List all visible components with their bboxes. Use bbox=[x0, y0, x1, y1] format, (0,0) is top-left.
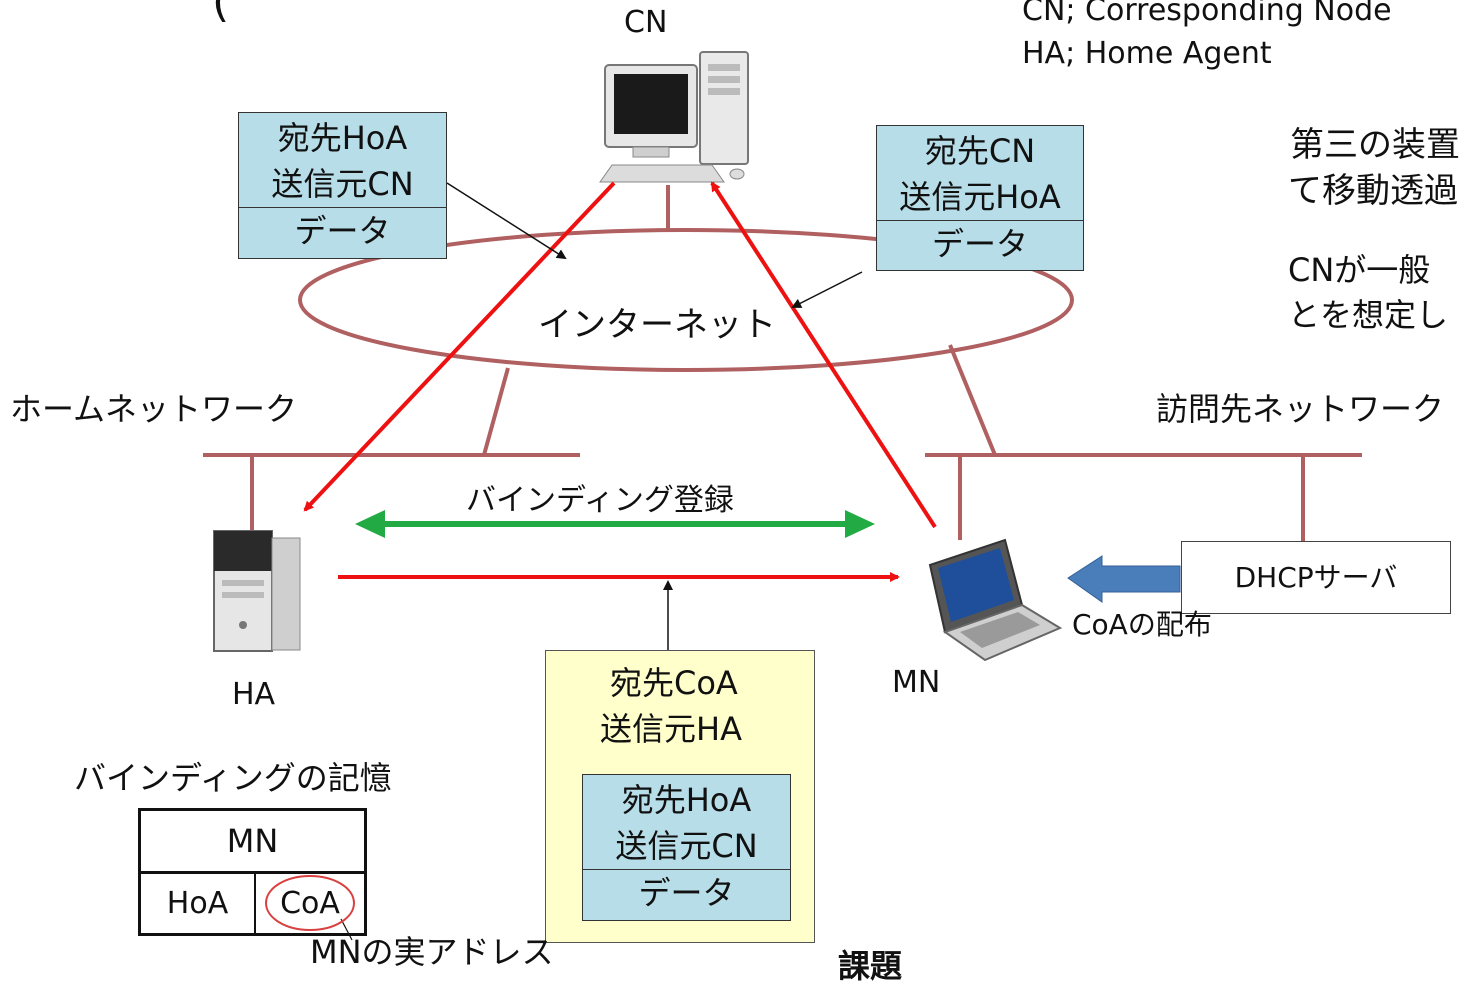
packet-destination: 宛先CN bbox=[924, 132, 1036, 170]
internet-label: インターネット bbox=[538, 305, 776, 345]
dhcp-server-label: DHCPサーバ bbox=[1234, 561, 1398, 594]
inner-packet: 宛先HoA 送信元CN データ bbox=[582, 774, 791, 921]
coa-highlight-circle bbox=[265, 875, 355, 931]
pointer-real-address bbox=[340, 918, 353, 941]
binding-registration-arrow bbox=[355, 510, 875, 538]
home-network-label: ホームネットワーク bbox=[10, 390, 298, 428]
laptop-icon bbox=[928, 538, 1063, 662]
packet-source: 送信元HoA bbox=[899, 178, 1061, 216]
binding-table-header: MN bbox=[141, 811, 364, 874]
inner-destination: 宛先HoA bbox=[621, 781, 752, 819]
bottom-fragment: 課題 bbox=[838, 947, 903, 985]
encapsulated-packet: 宛先CoA 送信元HA 宛先HoA 送信元CN データ bbox=[545, 650, 815, 943]
right-note-line3: CNが一般 bbox=[1288, 251, 1431, 289]
binding-registration-label: バインディング登録 bbox=[466, 483, 734, 518]
dhcp-server-box: DHCPサーバ bbox=[1181, 541, 1451, 614]
visited-uplink bbox=[948, 344, 997, 456]
packet-payload: データ bbox=[239, 207, 446, 254]
inner-payload: データ bbox=[583, 869, 790, 916]
packet-payload: データ bbox=[877, 220, 1083, 267]
mn-label: MN bbox=[892, 665, 941, 700]
server-icon bbox=[213, 530, 301, 652]
binding-hoa-cell: HoA bbox=[141, 874, 256, 933]
legend-ha: HA; Home Agent bbox=[1022, 36, 1272, 71]
binding-memory-title: バインディングの記憶 bbox=[74, 759, 392, 797]
internet-ellipse bbox=[298, 228, 1074, 372]
coa-distribution-label: CoAの配布 bbox=[1072, 608, 1212, 641]
cut-title-fragment: ( bbox=[212, 0, 230, 27]
visited-network-label: 訪問先ネットワーク bbox=[1156, 390, 1445, 428]
cn-label: CN bbox=[624, 5, 668, 40]
arrow-mn-to-cn bbox=[710, 181, 937, 529]
arrow-cn-to-ha bbox=[303, 181, 616, 512]
outer-source: 送信元HA bbox=[600, 710, 742, 748]
ha-label: HA bbox=[232, 677, 276, 712]
outer-destination: 宛先CoA bbox=[610, 664, 738, 702]
right-note-line4: とを想定し bbox=[1288, 296, 1449, 334]
packet-source: 送信元CN bbox=[271, 165, 414, 203]
right-note-line1: 第三の装置 bbox=[1290, 125, 1460, 165]
binding-coa-cell: CoA bbox=[280, 886, 340, 921]
packet-destination: 宛先HoA bbox=[277, 119, 408, 157]
binding-table: MN HoA CoA bbox=[138, 808, 367, 936]
legend-cn: CN; Corresponding Node bbox=[1022, 0, 1392, 28]
pointer-packet1 bbox=[446, 182, 567, 260]
packet-mn-to-cn: 宛先CN 送信元HoA データ bbox=[876, 125, 1084, 271]
right-note-line2: て移動透過 bbox=[1288, 171, 1458, 211]
coa-distribution-arrow bbox=[1067, 555, 1181, 603]
pointer-packet2 bbox=[791, 271, 863, 308]
inner-source: 送信元CN bbox=[615, 827, 758, 865]
packet-cn-to-hoa: 宛先HoA 送信元CN データ bbox=[238, 112, 447, 259]
home-uplink bbox=[482, 367, 510, 456]
real-address-note: MNの実アドレス bbox=[310, 933, 554, 971]
computer-icon bbox=[599, 51, 749, 183]
